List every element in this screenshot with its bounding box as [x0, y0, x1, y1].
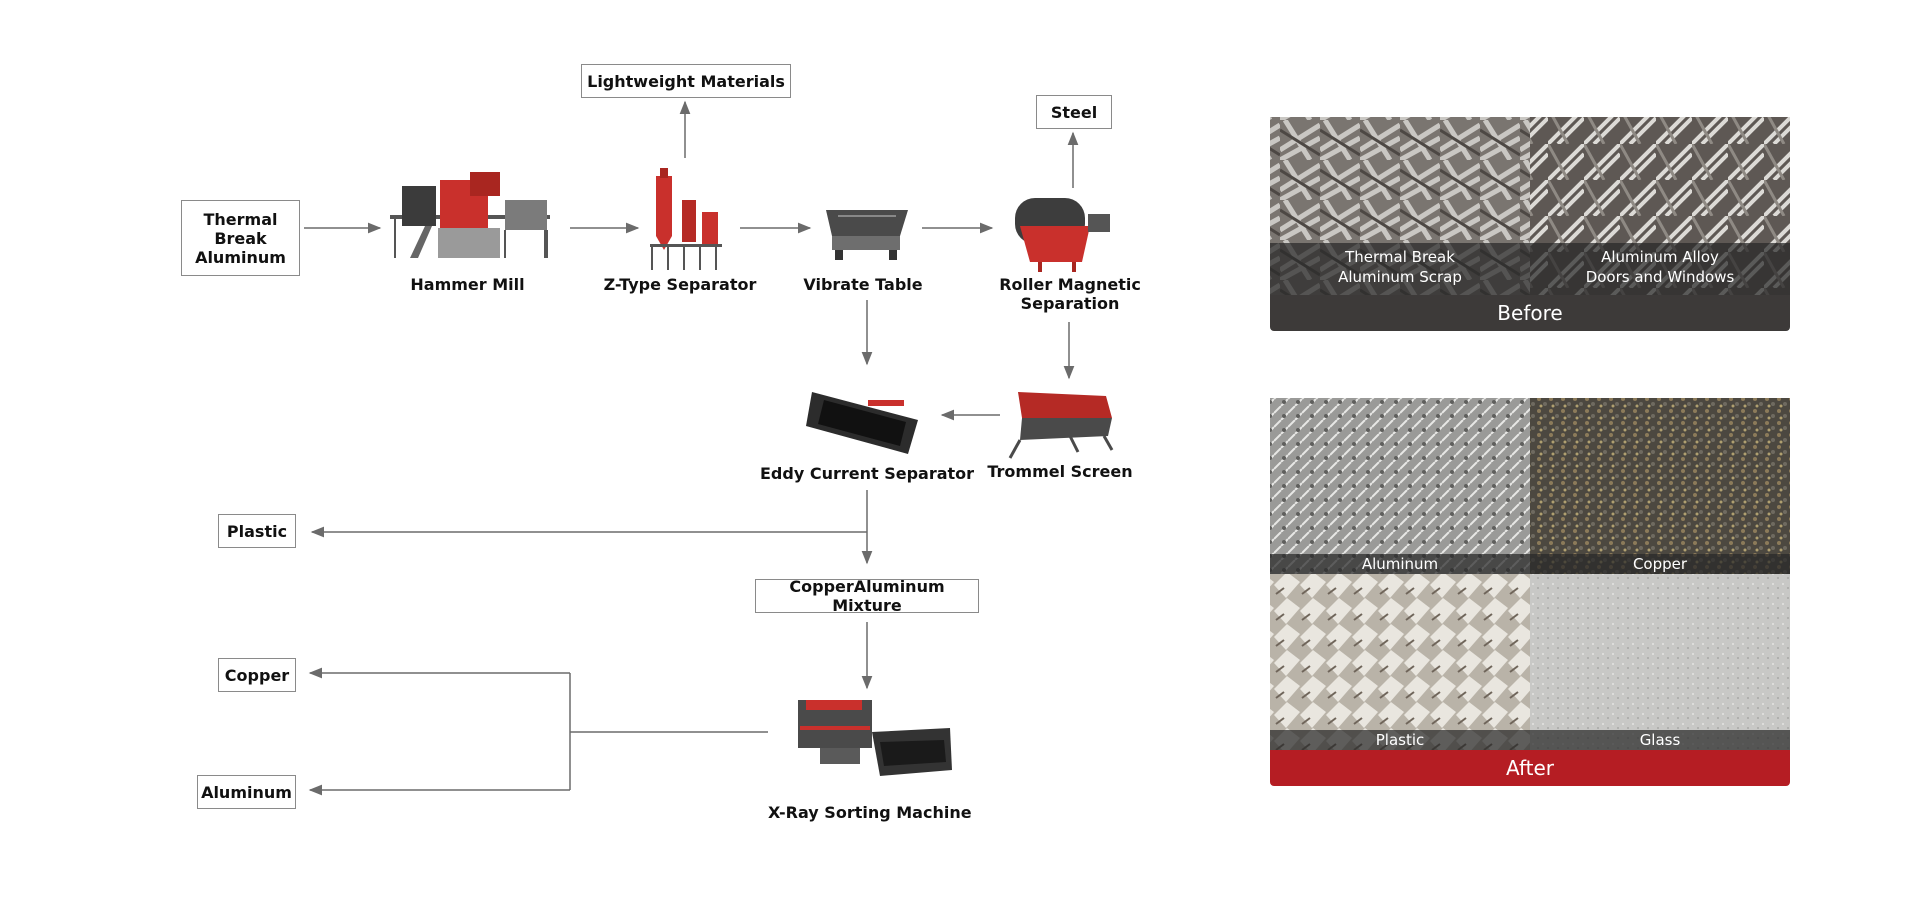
eddy-current-illustration — [806, 392, 918, 454]
roller-magnetic-illustration — [1015, 198, 1110, 272]
before-bar: Before — [1270, 295, 1790, 331]
thermal-break-aluminum-box: Thermal Break Aluminum — [181, 200, 300, 276]
eddy-current-label: Eddy Current Separator — [760, 464, 975, 483]
roller-magnetic-label: Roller Magnetic Separation — [999, 275, 1141, 313]
after-caption-aluminum: Aluminum — [1270, 554, 1530, 574]
hammer-mill-illustration — [390, 172, 550, 258]
lightweight-materials-box: Lightweight Materials — [581, 64, 791, 98]
after-caption-copper: Copper — [1530, 554, 1790, 574]
copper-aluminum-mixture-box: CopperAluminum Mixture — [755, 577, 979, 615]
xray-sorting-illustration — [798, 700, 952, 776]
xray-sorting-label: X-Ray Sorting Machine — [768, 803, 972, 822]
steel-box: Steel — [1036, 95, 1112, 129]
after-photos — [1270, 398, 1790, 750]
aluminum-box: Aluminum — [197, 775, 296, 809]
after-caption-glass: Glass — [1530, 730, 1790, 750]
trommel-screen-label: Trommel Screen — [987, 462, 1133, 481]
vibrate-table-label: Vibrate Table — [803, 275, 923, 294]
z-type-separator-illustration — [650, 168, 722, 270]
before-caption-1: Thermal Break Aluminum Scrap — [1270, 243, 1530, 295]
before-panel: Thermal Break Aluminum Scrap Aluminum Al… — [1270, 117, 1790, 331]
copper-box: Copper — [218, 658, 296, 692]
vibrate-table-illustration — [826, 210, 908, 260]
trommel-screen-illustration — [1008, 392, 1114, 459]
before-caption-2: Aluminum Alloy Doors and Windows — [1530, 243, 1790, 295]
z-type-separator-label: Z-Type Separator — [603, 275, 757, 294]
before-photo-doors-windows: Aluminum Alloy Doors and Windows — [1530, 117, 1790, 295]
after-photo-aluminum: Aluminum — [1270, 398, 1530, 574]
plastic-box: Plastic — [218, 514, 296, 548]
after-panel: Aluminum Copper Plastic Glass After — [1270, 398, 1790, 788]
after-caption-plastic: Plastic — [1270, 730, 1530, 750]
after-photo-copper: Copper — [1530, 398, 1790, 574]
after-photo-plastic: Plastic — [1270, 574, 1530, 750]
before-photo-thermal-break: Thermal Break Aluminum Scrap — [1270, 117, 1530, 295]
after-photo-glass: Glass — [1530, 574, 1790, 750]
after-bar: After — [1270, 750, 1790, 786]
hammer-mill-label: Hammer Mill — [410, 275, 525, 294]
